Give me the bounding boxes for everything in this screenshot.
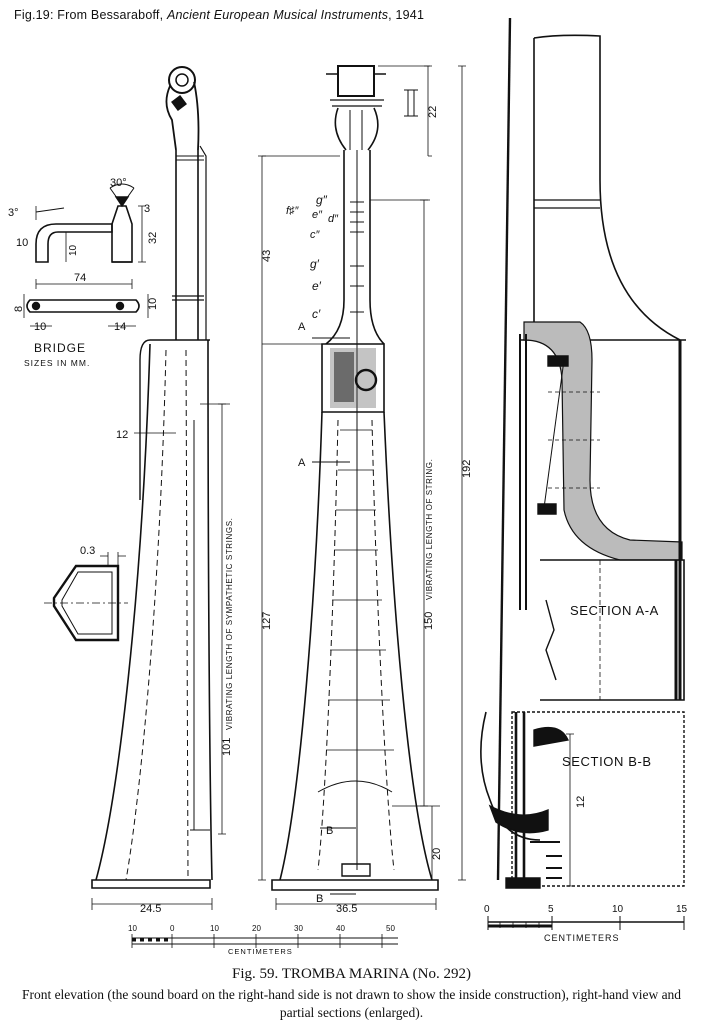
bridge-dim-10-right: 10 xyxy=(147,298,159,310)
front-dim-192: 192 xyxy=(461,460,473,478)
front-dim-22: 22 xyxy=(427,106,439,118)
side-dim-width: 24.5 xyxy=(140,903,161,915)
bridge-dim-10-bottom: 10 xyxy=(34,321,46,333)
header-year: , 1941 xyxy=(388,8,425,22)
scale-right-unit: CENTIMETERS xyxy=(544,933,620,943)
header-book-title: Ancient European Musical Instruments xyxy=(166,8,389,22)
scale-right-tick-0: 0 xyxy=(484,904,490,915)
scale-left-tick-neg10: 10 xyxy=(128,924,137,933)
front-dim-43: 43 xyxy=(261,250,273,262)
side-dim-101: 101 xyxy=(221,738,233,756)
front-dim-20: 20 xyxy=(431,848,443,860)
scale-right-tick-5: 5 xyxy=(548,904,554,915)
note-c2: c″ xyxy=(310,229,321,241)
bridge-angle-small: 3° xyxy=(8,207,19,219)
side-dim-0-3: 0.3 xyxy=(80,545,95,557)
figure-header: Fig.19: From Bessaraboff, Ancient Europe… xyxy=(14,8,424,22)
figure-caption-title: Fig. 59. TROMBA MARINA (No. 292) xyxy=(232,966,471,982)
scale-right-tick-15: 15 xyxy=(676,904,688,915)
note-g2: g″ xyxy=(316,193,328,207)
scale-right: 0 5 10 15 CENTIMETERS xyxy=(484,904,688,943)
section-b-b: SECTION B-B 12 xyxy=(480,711,685,889)
note-e1: e′ xyxy=(312,279,322,293)
side-dim-12: 12 xyxy=(116,429,128,441)
scale-left-tick-10: 10 xyxy=(210,924,219,933)
bridge-dim-74: 74 xyxy=(74,272,86,284)
front-dim-150: 150 xyxy=(423,612,435,630)
note-c1: c′ xyxy=(312,307,321,321)
bridge-subtitle: SIZES IN MM. xyxy=(24,358,90,368)
section-b-label: SECTION B-B xyxy=(562,754,652,769)
front-mark-b1: B xyxy=(326,825,333,837)
bridge-title: BRIDGE xyxy=(34,341,86,355)
figure-caption-text: Front elevation (the sound board on the … xyxy=(21,987,682,1020)
note-g1: g′ xyxy=(310,257,320,271)
bridge-dim-8: 8 xyxy=(13,306,25,312)
scale-left-tick-20: 20 xyxy=(252,924,261,933)
scale-left-tick-0: 0 xyxy=(170,924,175,933)
scale-left-tick-40: 40 xyxy=(336,924,345,933)
scale-left-tick-30: 30 xyxy=(294,924,303,933)
bridge-angle-large: 30° xyxy=(110,177,127,189)
front-mark-b2: B xyxy=(316,893,323,905)
scale-right-tick-10: 10 xyxy=(612,904,624,915)
side-sympathetic-label: VIBRATING LENGTH OF SYMPATHETIC STRINGS. xyxy=(225,518,234,730)
front-mark-a1: A xyxy=(298,321,306,333)
front-vibrating-label: VIBRATING LENGTH OF STRING. xyxy=(425,459,434,600)
note-e2: e″ xyxy=(312,209,323,221)
bridge-dim-10-left: 10 xyxy=(16,237,28,249)
bridge-detail: 3° 30° 3 10 10 32 74 8 10 14 10 BRIDGE S… xyxy=(8,177,159,368)
scale-left-unit: CENTIMETERS xyxy=(228,947,293,956)
scale-left-tick-50: 50 xyxy=(386,924,395,933)
front-dim-width: 36.5 xyxy=(336,903,357,915)
bridge-dim-32: 32 xyxy=(147,232,159,244)
section-b-dim-12: 12 xyxy=(575,796,587,808)
bridge-dim-14: 14 xyxy=(114,321,126,333)
section-a-label: SECTION A-A xyxy=(570,603,659,618)
side-view: 12 0.3 24.5 101 VIBRATING LENGTH OF SYMP… xyxy=(44,66,234,915)
header-prefix: Fig.19: From Bessaraboff, xyxy=(14,8,167,22)
front-view: A A B B g″ f♯″ e″ d″ c″ g′ e′ c′ 43 127 … xyxy=(258,65,473,915)
note-d2: d″ xyxy=(328,213,339,225)
scale-left: 10 0 10 20 30 40 50 CENTIMETERS xyxy=(128,924,398,956)
front-mark-a2: A xyxy=(298,457,306,469)
front-dim-127: 127 xyxy=(261,612,273,630)
bridge-dim-3: 3 xyxy=(144,203,150,215)
bridge-dim-10-inner: 10 xyxy=(68,244,79,256)
section-a-a: SECTION A-A xyxy=(496,17,686,881)
note-fsharp2: f♯″ xyxy=(286,205,300,217)
